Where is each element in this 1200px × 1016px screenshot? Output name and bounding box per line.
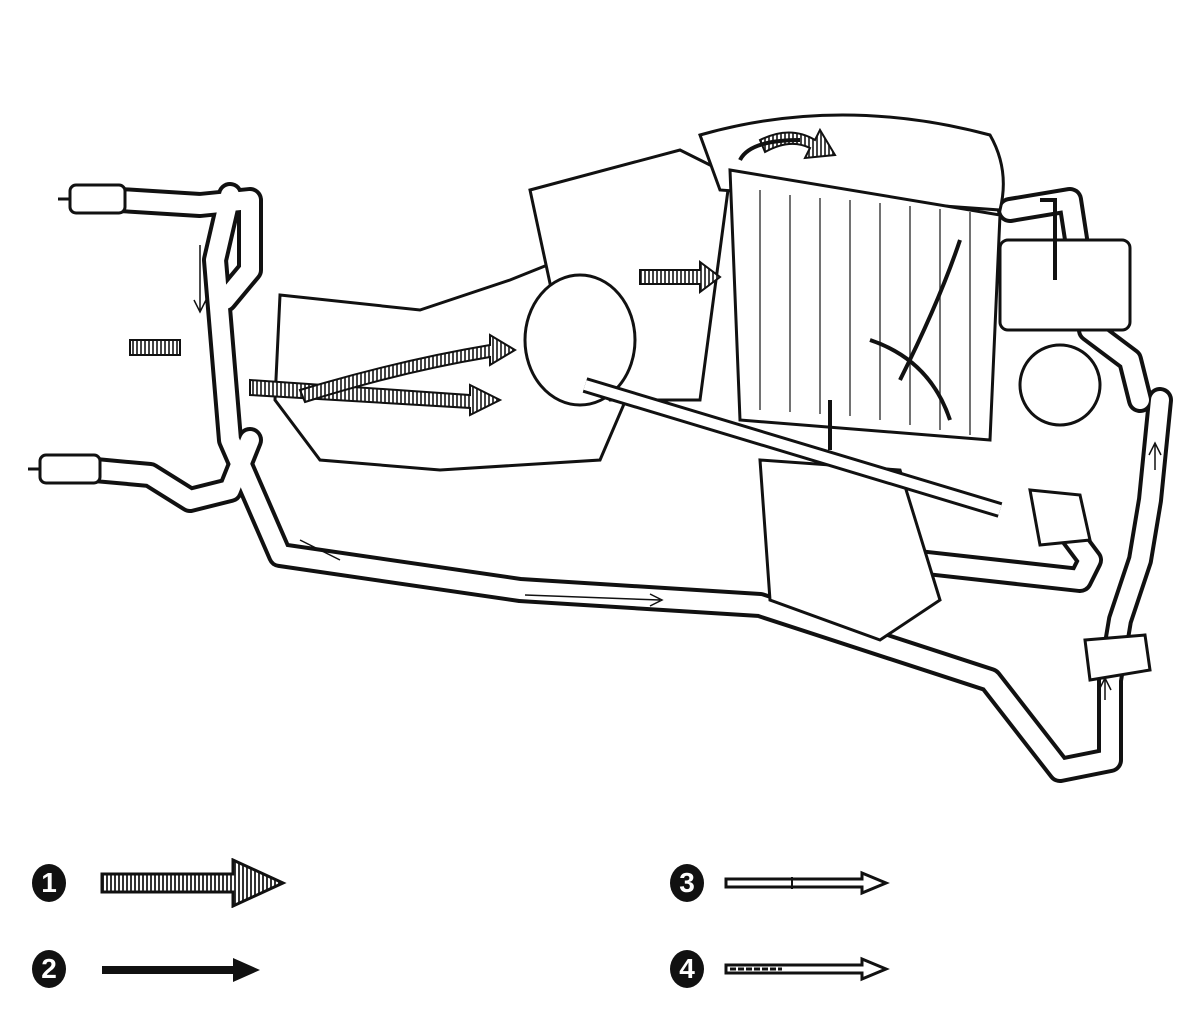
air-intake-housing: [273, 148, 732, 472]
legend-arrow-1-hatched: [100, 858, 287, 908]
legend-arrow-3-hollow: [724, 870, 890, 896]
legend-badge-1: 1: [32, 864, 66, 902]
flow-arrows-duct: [193, 245, 1162, 700]
legend-arrow-2-solid: [102, 958, 260, 982]
vent-nozzles: [28, 183, 127, 485]
legend-badge-3: 3: [670, 864, 704, 902]
radiator-fins: [759, 190, 971, 435]
flow-arrows-fresh-air: [129, 127, 837, 417]
legend-badge-2: 2: [32, 950, 66, 988]
engine-assembly: [698, 113, 1152, 682]
legend-arrow-4-mixed: [724, 956, 890, 982]
legend-badge-4: 4: [670, 950, 704, 988]
flow-arrows-solid: [738, 138, 1057, 450]
engine-airflow-diagram: [28, 113, 1173, 783]
